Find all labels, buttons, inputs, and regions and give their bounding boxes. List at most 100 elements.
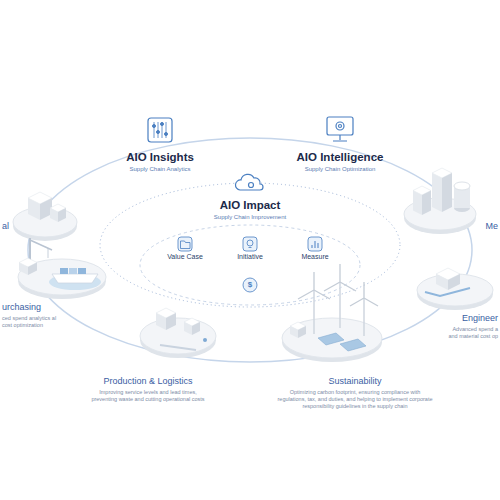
- city-platform-part: [432, 173, 442, 212]
- area-node: Production & LogisticsImproving service …: [88, 376, 208, 403]
- step-node: Value Case: [155, 253, 215, 261]
- module-node: AIO IntelligenceSupply Chain Optimizatio…: [275, 151, 405, 174]
- finance-platform: [13, 192, 77, 241]
- module-node: AIO ImpactSupply Chain Improvement: [185, 199, 315, 222]
- value-case-icon-part: [181, 241, 191, 249]
- orbit-rings: [28, 138, 472, 362]
- energy-platform-part: [318, 333, 344, 345]
- factory-platform: [140, 308, 216, 358]
- node-title: Engineer: [442, 313, 498, 325]
- area-node: Me: [468, 221, 498, 233]
- node-description: Supply Chain Optimization: [275, 166, 405, 174]
- factory-platform-part: [166, 313, 176, 330]
- node-description: Supply Chain Analytics: [100, 166, 220, 174]
- area-node: EngineerAdvanced spend a and material co…: [442, 313, 498, 340]
- energy-platform-part: [298, 272, 330, 299]
- measure-icon: [308, 237, 322, 251]
- initiative-icon: [243, 237, 257, 251]
- area-node: al: [2, 221, 32, 233]
- factory-platform-part: [203, 338, 207, 342]
- intelligence-icon-part: [333, 135, 347, 141]
- port-platform: [18, 238, 106, 299]
- city-platform-part: [442, 173, 452, 212]
- insights-icon: [148, 118, 172, 142]
- energy-platform-part: [340, 339, 366, 351]
- node-description: Supply Chain Improvement: [185, 214, 315, 222]
- energy-platform-part: [339, 282, 341, 328]
- money-icon-part: [243, 278, 257, 292]
- port-platform-part: [52, 274, 98, 283]
- city-platform-part: [454, 182, 470, 190]
- city-platform-part: [413, 191, 422, 216]
- node-title: Measure: [285, 253, 345, 261]
- node-title: Initiative: [220, 253, 280, 261]
- insights-icon-part: [157, 131, 160, 134]
- measure-icon-part: [312, 241, 318, 248]
- factory-platform-part: [184, 322, 192, 335]
- plant-platform-part: [448, 274, 460, 290]
- factory-platform-part: [156, 313, 166, 330]
- insights-icon-part: [161, 123, 164, 126]
- energy-platform-part: [290, 326, 298, 338]
- impact-icon: [235, 174, 263, 190]
- intelligence-icon-part: [339, 125, 342, 128]
- node-title: Sustainability: [278, 376, 433, 388]
- value-case-icon: [178, 237, 192, 251]
- area-node: SustainabilityOptimizing carbon footprin…: [278, 376, 433, 410]
- port-platform-part: [69, 268, 77, 274]
- energy-platform-part: [282, 318, 382, 358]
- finance-platform-part: [58, 208, 66, 222]
- energy-platform-part: [324, 264, 356, 291]
- step-node: Measure: [285, 253, 345, 261]
- node-title: Production & Logistics: [88, 376, 208, 388]
- node-title: Me: [468, 221, 498, 233]
- insights-icon-part: [153, 125, 156, 128]
- port-platform-part: [48, 248, 49, 258]
- node-description: Improving service levels and lead times,…: [88, 389, 208, 403]
- insights-icon-part: [154, 122, 166, 138]
- factory-platform-part: [192, 322, 200, 335]
- plant-platform-part: [436, 274, 448, 290]
- initiative-icon-part: [247, 240, 253, 246]
- finance-platform-part: [28, 198, 40, 220]
- node-title: al: [2, 221, 32, 233]
- factory-platform-part: [160, 345, 196, 350]
- finance-platform-part: [50, 208, 58, 222]
- initiative-icon-part: [243, 237, 257, 251]
- initiative-icon-part: [249, 247, 252, 248]
- node-title: AIO Impact: [185, 199, 315, 213]
- city-platform-part: [422, 191, 431, 216]
- node-title: AIO Insights: [100, 151, 220, 165]
- energy-platform-part: [350, 282, 378, 306]
- impact-icon-part: [235, 174, 263, 190]
- energy-platform-part: [298, 326, 306, 338]
- energy-platform-part: [313, 290, 315, 334]
- orbit-rings-part: [140, 225, 360, 305]
- node-title: Value Case: [155, 253, 215, 261]
- insights-icon-part: [165, 133, 168, 136]
- area-node: urchasingced spend analytics al cost opt…: [2, 302, 60, 329]
- node-description: Optimizing carbon footprint, ensuring co…: [278, 389, 433, 410]
- port-platform-part: [30, 240, 52, 250]
- energy-platform-part: [363, 298, 365, 336]
- intelligence-icon-part: [336, 122, 344, 130]
- symbol-label: $: [248, 281, 252, 289]
- city-platform: [404, 168, 476, 234]
- port-platform-part: [78, 268, 86, 274]
- node-description: Advanced spend a and material cost op: [442, 326, 498, 340]
- port-platform-part: [18, 259, 106, 295]
- energy-platform: [282, 264, 382, 362]
- insights-icon-part: [148, 118, 172, 142]
- node-title: urchasing: [2, 302, 60, 314]
- port-platform-part: [19, 263, 28, 276]
- port-platform-part: [60, 268, 68, 274]
- port-platform-part: [49, 274, 101, 290]
- impact-icon-part: [249, 183, 254, 188]
- measure-icon-part: [308, 237, 322, 251]
- port-platform-part: [28, 263, 37, 276]
- node-title: AIO Intelligence: [275, 151, 405, 165]
- intelligence-icon: [327, 117, 353, 141]
- orbit-rings-part: [28, 138, 472, 362]
